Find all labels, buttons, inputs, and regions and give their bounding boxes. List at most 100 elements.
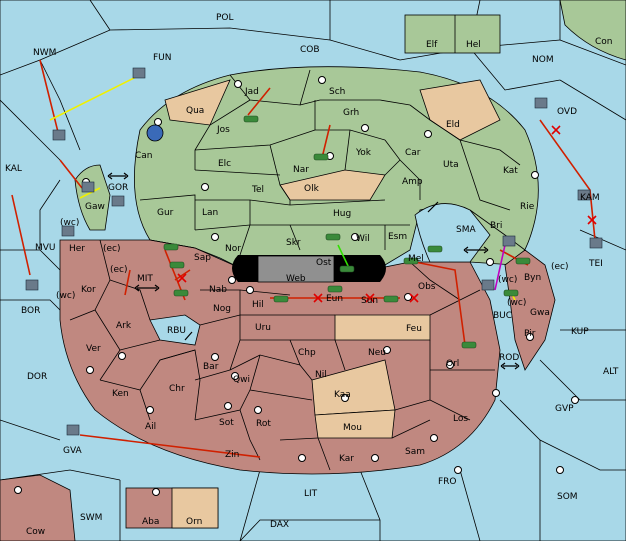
svg-text:Hug: Hug (333, 209, 351, 219)
svg-text:Obs: Obs (418, 282, 436, 292)
svg-text:Rie: Rie (520, 202, 535, 212)
svg-text:Esm: Esm (388, 232, 407, 242)
label-rod: ROD (499, 353, 519, 363)
label-dor: DOR (27, 372, 47, 382)
svg-text:Eun: Eun (326, 294, 343, 304)
island-elf-hel (404, 14, 501, 54)
label-rbu: RBU (167, 326, 186, 336)
svg-text:Los: Los (453, 414, 468, 424)
label-gva: GVA (63, 446, 83, 456)
svg-text:Wil: Wil (356, 234, 370, 244)
svg-text:Neu: Neu (368, 348, 386, 358)
svg-text:Can: Can (135, 151, 153, 161)
svg-text:Ken: Ken (112, 389, 129, 399)
label-lit: LIT (304, 489, 318, 499)
svg-text:Mou: Mou (343, 423, 362, 433)
svg-text:Nog: Nog (213, 304, 231, 314)
svg-text:Hil: Hil (252, 300, 264, 310)
label-swm: SWM (80, 513, 102, 523)
region-eld[interactable] (419, 79, 501, 141)
label-fun: FUN (153, 53, 172, 63)
svg-text:Ail: Ail (145, 422, 156, 432)
svg-text:Nor: Nor (225, 244, 241, 254)
svg-text:(wc): (wc) (56, 291, 75, 301)
fleet-units (25, 67, 603, 436)
army-units (163, 115, 531, 349)
svg-text:Ver: Ver (86, 344, 101, 354)
svg-text:Bar: Bar (203, 362, 219, 372)
svg-text:(ec): (ec) (103, 244, 121, 254)
svg-text:(wc): (wc) (507, 298, 526, 308)
svg-text:(ec): (ec) (551, 262, 569, 272)
svg-text:Eld: Eld (446, 120, 460, 130)
svg-text:Sun: Sun (361, 296, 378, 306)
blocked-orders (177, 125, 597, 303)
svg-text:Qua: Qua (186, 106, 204, 116)
svg-text:(wc): (wc) (498, 275, 517, 285)
svg-text:Kar: Kar (339, 454, 354, 464)
svg-text:Zin: Zin (225, 450, 239, 460)
svg-text:Chr: Chr (169, 384, 185, 394)
label-dax: DAX (270, 520, 289, 530)
svg-text:Kat: Kat (503, 166, 518, 176)
svg-text:Orn: Orn (186, 517, 202, 527)
svg-text:Kor: Kor (81, 285, 96, 295)
svg-text:Gwa: Gwa (530, 308, 550, 318)
svg-text:Rot: Rot (256, 419, 271, 429)
fleet-can (146, 124, 164, 142)
svg-text:Aba: Aba (142, 517, 159, 527)
svg-text:Gaw: Gaw (85, 202, 105, 212)
label-pol: POL (216, 13, 234, 23)
svg-text:Sap: Sap (194, 253, 211, 263)
label-nom: NOM (532, 55, 554, 65)
svg-text:Olk: Olk (304, 184, 320, 194)
svg-text:Nab: Nab (209, 285, 227, 295)
svg-text:Chp: Chp (298, 348, 316, 358)
svg-text:Sch: Sch (329, 87, 345, 97)
svg-text:Ost: Ost (316, 258, 332, 268)
svg-text:Gur: Gur (157, 208, 174, 218)
svg-text:Nil: Nil (315, 370, 327, 380)
svg-text:Skr: Skr (286, 238, 301, 248)
label-sma: SMA (456, 225, 476, 235)
svg-text:Tel: Tel (251, 185, 264, 195)
svg-text:Sam: Sam (405, 447, 425, 457)
label-con: Con (595, 37, 613, 47)
label-kam: KAM (580, 193, 600, 203)
svg-text:Car: Car (405, 148, 421, 158)
svg-text:(ec): (ec) (110, 265, 128, 275)
svg-text:Hel: Hel (466, 40, 481, 50)
svg-text:Nar: Nar (293, 165, 309, 175)
label-kal: KAL (5, 164, 22, 174)
svg-text:Feu: Feu (406, 324, 422, 334)
label-kup: KUP (571, 327, 589, 337)
label-tei: TEI (588, 259, 603, 269)
svg-text:Sot: Sot (219, 418, 234, 428)
svg-text:Grh: Grh (343, 108, 359, 118)
label-mit: MIT (137, 274, 153, 284)
sea-label-group: POL FUN NWM COB NOM Con OVD KAL GOR MVU … (5, 13, 619, 537)
label-alt: ALT (603, 367, 619, 377)
svg-text:Pir: Pir (524, 329, 536, 339)
label-fro: FRO (438, 477, 457, 487)
label-cob: COB (300, 45, 320, 55)
channel-arrows (107, 172, 520, 370)
svg-text:Elf: Elf (426, 40, 438, 50)
svg-text:Her: Her (69, 244, 85, 254)
supply-centers (14, 76, 579, 496)
svg-text:Jos: Jos (216, 125, 230, 135)
label-bor: BOR (21, 306, 40, 316)
svg-text:Orl: Orl (446, 359, 459, 369)
svg-text:Uru: Uru (255, 323, 271, 333)
label-ovd: OVD (557, 107, 577, 117)
region-pir-gwa[interactable] (504, 249, 556, 371)
province-borders (69, 69, 526, 471)
svg-text:Web: Web (286, 274, 306, 284)
svg-text:BUC: BUC (493, 311, 512, 321)
svg-text:Uta: Uta (443, 160, 459, 170)
label-mvu: MVU (35, 243, 56, 253)
red-label-group: Her Kor Ark Ver Ken Ail Chr Nab Nog Hil … (69, 244, 550, 527)
